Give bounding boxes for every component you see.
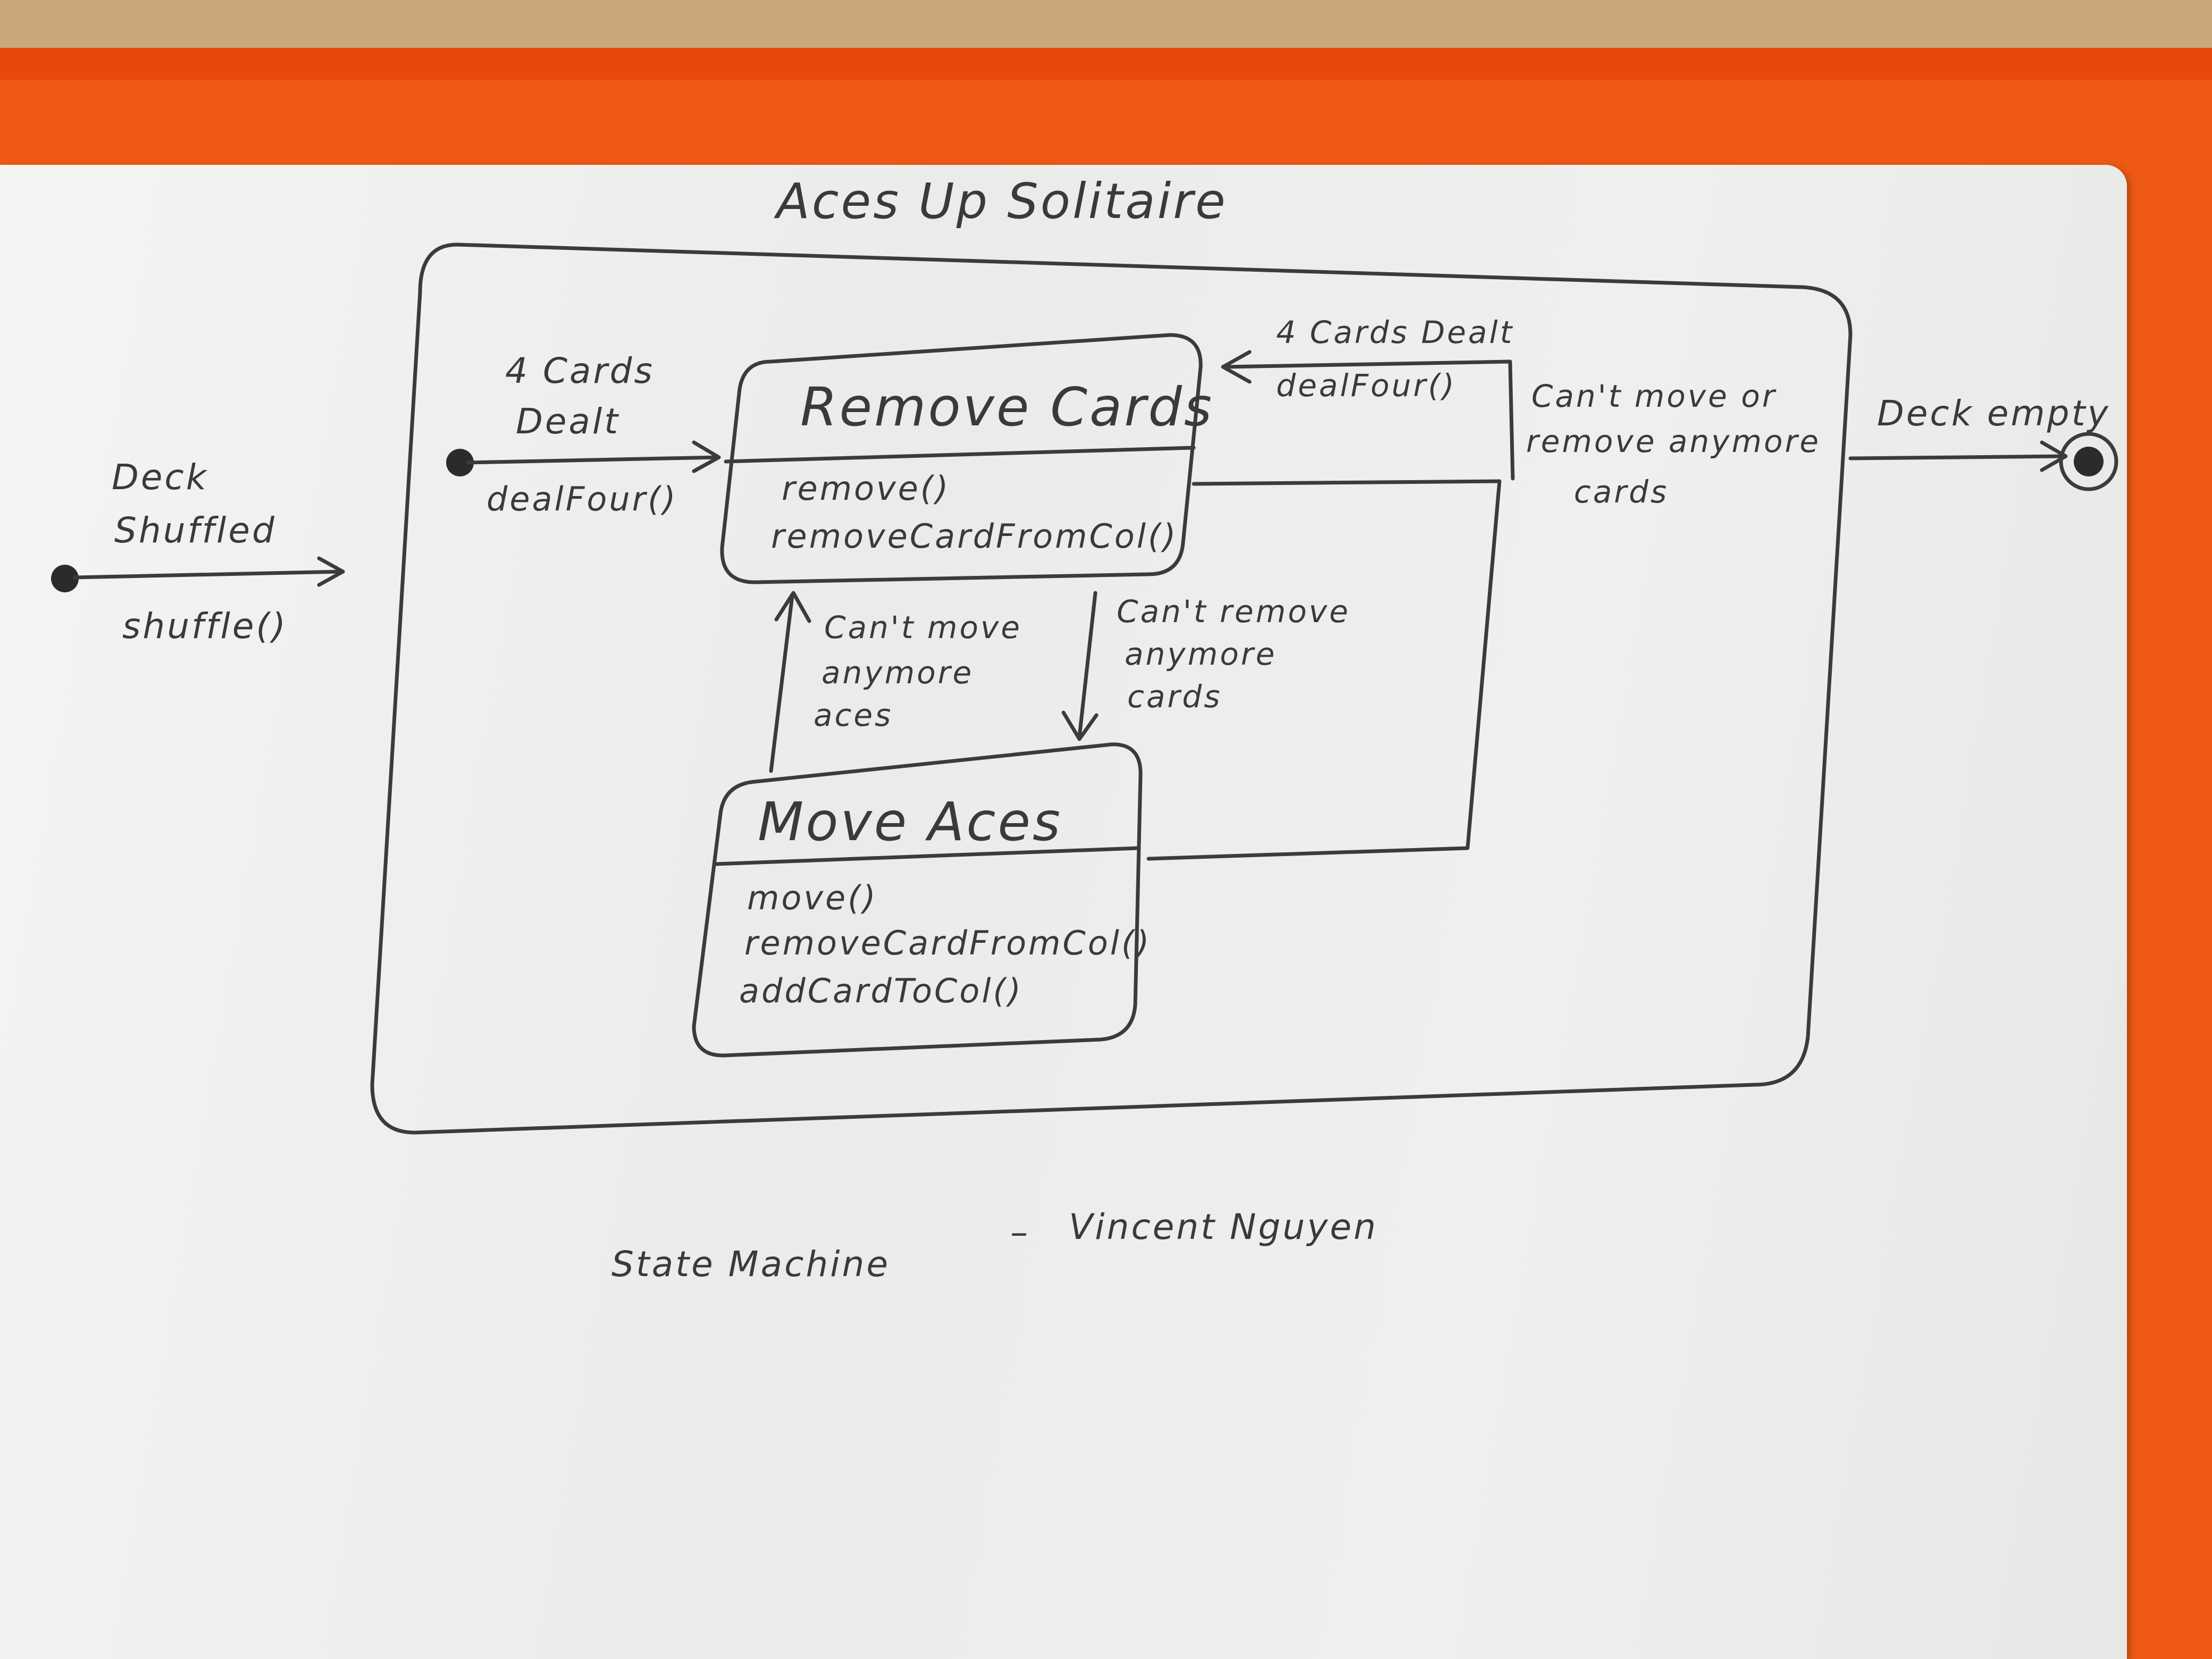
inner-initial-arrow [466,455,720,465]
remove-cards-state-box [720,333,1203,584]
outer-initial-arrowhead [317,556,345,587]
deck-empty-label: Deck empty [1877,393,2110,434]
move-aces-action-3: addCardToCol() [739,971,1023,1010]
move-aces-action-1: move() [747,878,878,917]
remove-cards-divider [724,446,1196,464]
remove-cards-action-2: removeCardFromCol() [771,517,1178,556]
loop-lower-path [1146,479,1502,861]
final-state-ring [2059,432,2118,491]
move-aces-state-name: Move Aces [758,791,1062,853]
move-to-remove-arrow [769,593,794,773]
deck-shuffled-label-line1: Deck [112,457,208,498]
cant-move-label-line1: Can't move [824,609,1022,646]
move-aces-state-box [692,742,1143,1058]
cant-remove-label-line2: anymore [1125,636,1277,672]
remove-cards-action-1: remove() [782,469,950,508]
final-arrow [1848,454,2065,460]
orange-folder [0,48,2212,80]
loop-guard-label-line1: Can't move or [1531,378,1777,414]
diagram-title: Aces Up Solitaire [774,173,1228,230]
loop-upper-path [1224,359,1515,481]
loop-action-label: dealFour() [1276,367,1456,404]
footer-author: Vincent Nguyen [1069,1206,1378,1247]
four-cards-dealt-label-line2: Dealt [516,401,620,442]
paper-sheet [0,165,2127,1659]
inner-initial-arrowhead [692,440,721,473]
outer-initial-arrow [72,569,342,580]
shuffle-action-label: shuffle() [122,606,288,647]
cant-move-label-line2: anymore [822,655,974,691]
deck-shuffled-label-line2: Shuffled [114,510,276,551]
remove-to-move-arrow [1077,591,1097,739]
loop-guard-label-line3: cards [1574,474,1669,510]
background-shelf [0,0,2212,48]
deal-four-action-label: dealFour() [487,480,677,518]
final-state-core [2074,447,2104,476]
four-cards-dealt-label-line1: 4 Cards [505,350,655,391]
loop-arrowhead [1221,350,1252,384]
footer-dash: – [1010,1212,1030,1253]
inner-initial-state [446,449,474,476]
outer-initial-state [51,565,79,592]
footer-caption: State Machine [611,1244,890,1285]
cant-remove-label-line3: cards [1127,678,1222,715]
remove-to-move-arrowhead [1061,710,1099,741]
loop-event-label: 4 Cards Dealt [1276,314,1514,350]
cant-remove-label-line1: Can't remove [1117,593,1350,630]
remove-cards-state-name: Remove Cards [800,376,1214,438]
final-arrowhead [2040,440,2068,472]
loop-guard-label-line2: remove anymore [1526,423,1821,459]
cant-move-label-line3: aces [814,697,893,733]
move-aces-action-2: removeCardFromCol() [744,924,1151,962]
composite-state-border [370,242,1853,1135]
move-aces-divider [713,846,1140,866]
move-to-remove-arrowhead [774,591,811,623]
